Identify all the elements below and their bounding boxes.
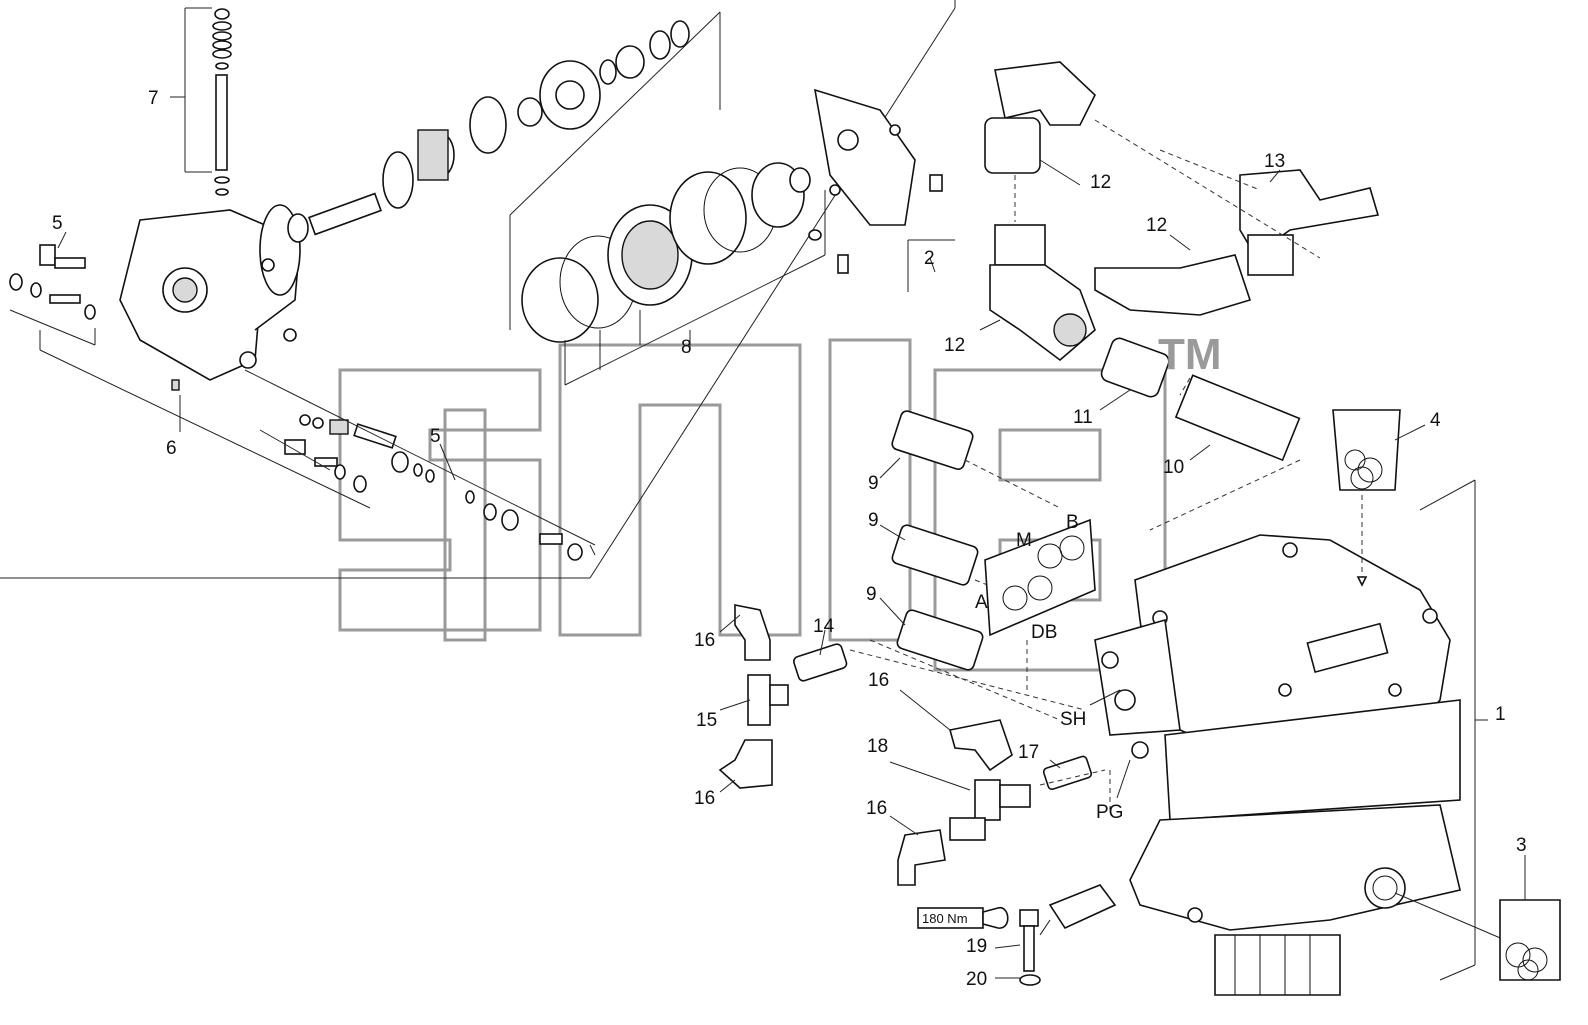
- rotating-group: [287, 11, 721, 330]
- adapters-10-11: [1100, 337, 1301, 531]
- port-a-label: A: [975, 592, 988, 613]
- callout-14: 14: [813, 616, 835, 637]
- callout-20: 20: [966, 969, 987, 990]
- seal-kit-bags: [1332, 409, 1561, 981]
- callout-9: 9: [868, 473, 879, 494]
- callout-leaders: [57, 159, 1281, 836]
- bolt-and-washer: [917, 884, 1117, 986]
- trademark-mark: TM: [1158, 330, 1222, 379]
- torque-label: 180 Nm: [922, 911, 968, 926]
- callout-12: 12: [944, 335, 965, 356]
- motor-cover: [808, 88, 943, 274]
- callout-2: 2: [924, 248, 935, 269]
- callout-10: 10: [1163, 457, 1184, 478]
- elbow-fittings-12-13: [984, 61, 1380, 362]
- valve-housing: [9, 204, 371, 509]
- callout-labels: 7 5 6 5 8 2 12 13 12 12 11 10 4 9 9 9 16…: [52, 88, 1527, 990]
- port-m-label: M: [1016, 530, 1032, 551]
- callout-19: 19: [966, 936, 987, 957]
- callout-5: 5: [430, 426, 441, 447]
- callout-9: 9: [868, 510, 879, 531]
- callout-4: 4: [1430, 410, 1441, 431]
- callout-13: 13: [1264, 151, 1285, 172]
- callout-1: 1: [1495, 704, 1506, 725]
- callout-8: 8: [681, 337, 692, 358]
- callout-6: 6: [166, 438, 177, 459]
- callout-16: 16: [694, 788, 715, 809]
- callout-3: 3: [1516, 835, 1527, 856]
- seal-ring-stack: [521, 162, 826, 386]
- relief-valve-parts: [244, 369, 596, 561]
- frame-lines: [0, 0, 956, 579]
- callout-9: 9: [866, 584, 877, 605]
- callout-12: 12: [1090, 172, 1111, 193]
- swing-motor-assembly: [1094, 479, 1506, 996]
- callout-16: 16: [866, 798, 887, 819]
- callout-15: 15: [696, 710, 717, 731]
- valve-cartridge-group: [170, 7, 232, 196]
- callout-7: 7: [148, 88, 159, 109]
- callout-17: 17: [1018, 742, 1039, 763]
- callout-16: 16: [694, 630, 715, 651]
- callout-11: 11: [1073, 407, 1093, 428]
- port-db-label: DB: [1031, 622, 1057, 643]
- nipple-fittings-9: [869, 410, 1096, 721]
- fittings-14-18: [718, 604, 1111, 886]
- callout-16: 16: [868, 670, 889, 691]
- port-b-label: B: [1066, 512, 1079, 533]
- callout-12: 12: [1146, 215, 1167, 236]
- callout-5: 5: [52, 213, 63, 234]
- callout-18: 18: [867, 736, 888, 757]
- port-sh-label: SH: [1060, 709, 1086, 730]
- port-pg-label: PG: [1096, 802, 1123, 823]
